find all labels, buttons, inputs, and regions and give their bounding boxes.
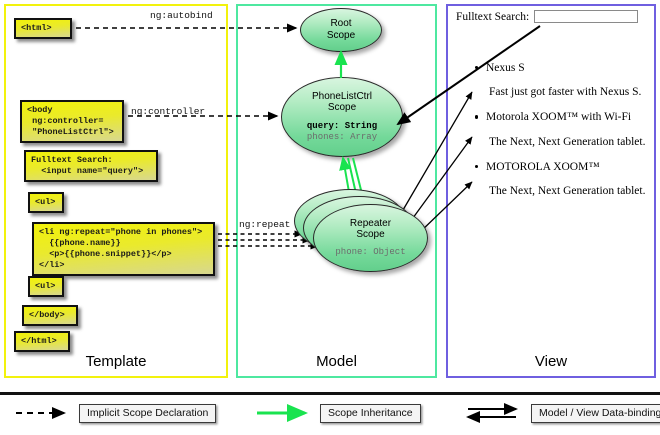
- code-box-search: Fulltext Search: <input name="query">: [24, 150, 158, 182]
- edge-label-repeat: ng:repeat: [239, 219, 291, 230]
- code-box-ul-close: <ul>: [28, 276, 64, 297]
- panel-template-label: Template: [85, 353, 147, 370]
- phone-name: Motorola XOOM™ with Wi-Fi: [486, 111, 632, 124]
- code-box-li-repeat: <li ng:repeat="phone in phones"> {{phone…: [32, 222, 215, 276]
- phone-snippet: The Next, Next Generation tablet.: [489, 185, 646, 198]
- view-rendered-output: Fulltext Search: Nexus S Fast just got f…: [452, 10, 650, 210]
- legend-label: Model / View Data-binding: [531, 403, 660, 423]
- edge-label-autobind: ng:autobind: [150, 10, 213, 21]
- scope-repeater-title-2: Scope: [356, 229, 385, 241]
- scope-repeater-title-1: Repeater: [349, 217, 392, 229]
- phone-snippet: Fast just got faster with Nexus S.: [489, 86, 642, 99]
- bullet-icon: [475, 66, 479, 70]
- view-search-row: Fulltext Search:: [456, 10, 650, 23]
- scope-root: Root Scope: [300, 8, 382, 52]
- scope-repeater: Repeater Scope phone: Object: [313, 204, 428, 272]
- double-arrow-icon: [466, 403, 518, 423]
- list-item: Nexus S Fast just got faster with Nexus …: [475, 62, 650, 99]
- bullet-icon: [475, 115, 479, 119]
- view-phone-list: Nexus S Fast just got faster with Nexus …: [452, 62, 650, 198]
- legend-divider: [0, 392, 660, 395]
- scope-root-title-1: Root: [330, 18, 352, 30]
- phone-name: MOTOROLA XOOM™: [486, 160, 600, 173]
- view-search-label: Fulltext Search:: [456, 10, 530, 23]
- legend-item-implicit-scope-declaration: Implicit Scope Declaration: [14, 402, 217, 424]
- panel-model-label: Model: [316, 353, 357, 370]
- scope-phonelistctrl: PhoneListCtrl Scope query: String phones…: [281, 77, 403, 157]
- scope-phonelistctrl-title-2: Scope: [327, 102, 357, 114]
- legend: Implicit Scope Declaration Scope Inherit…: [0, 392, 660, 435]
- code-box-html-close: </html>: [14, 331, 70, 352]
- scope-repeater-prop-phone: phone: Object: [335, 246, 406, 257]
- scope-phonelistctrl-prop-phones: phones: Array: [306, 132, 378, 143]
- code-box-html-open: <html>: [14, 18, 72, 39]
- legend-item-scope-inheritance: Scope Inheritance: [255, 402, 421, 424]
- legend-label: Scope Inheritance: [320, 403, 421, 423]
- scope-root-title-2: Scope: [326, 30, 356, 41]
- panel-view-label: View: [534, 353, 568, 370]
- phone-snippet: The Next, Next Generation tablet.: [489, 135, 646, 148]
- edge-label-controller: ng:controller: [131, 106, 206, 117]
- legend-label: Implicit Scope Declaration: [79, 403, 217, 423]
- view-search-input[interactable]: [534, 10, 639, 23]
- list-item: MOTOROLA XOOM™ The Next, Next Generation…: [475, 160, 650, 198]
- legend-item-model-view-data-binding: Model / View Data-binding: [466, 402, 660, 424]
- phone-name: Nexus S: [486, 62, 525, 74]
- code-box-ul-open: <ul>: [28, 192, 64, 213]
- list-item: Motorola XOOM™ with Wi-Fi The Next, Next…: [475, 111, 650, 148]
- bullet-icon: [475, 164, 479, 169]
- code-box-body-open: <body ng:controller= "PhoneListCtrl">: [20, 100, 124, 143]
- scope-phonelistctrl-prop-query: query: String: [306, 120, 378, 131]
- dashed-arrow-icon: [16, 407, 66, 419]
- code-box-body-close: </body>: [22, 305, 78, 326]
- green-arrow-icon: [257, 404, 308, 422]
- scope-phonelistctrl-title-1: PhoneListCtrl: [311, 90, 373, 102]
